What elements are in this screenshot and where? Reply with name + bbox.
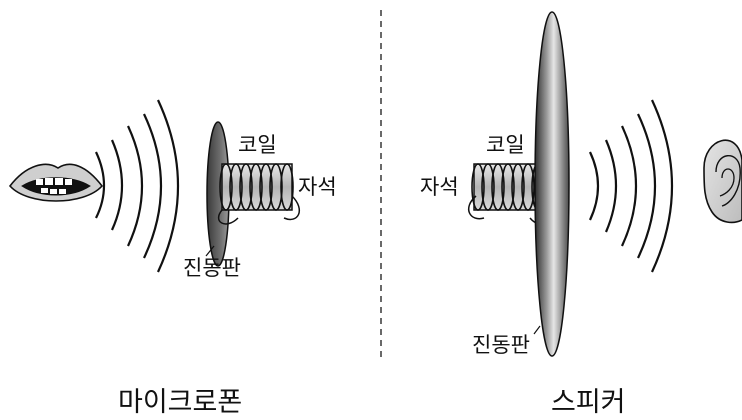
speaker-diaphragm-label: 진동판 — [472, 333, 530, 357]
mic-coil — [217, 163, 301, 225]
mic-diaphragm-leader — [205, 245, 215, 257]
microphone-panel: 코일 자석 진동판 마이크로폰 — [8, 99, 337, 418]
mic-diaphragm-label: 진동판 — [183, 256, 241, 280]
speaker-panel: 코일 자석 진동판 스피커 — [420, 11, 742, 418]
mouth-icon — [8, 163, 104, 202]
speaker-coil-label: 코일 — [486, 133, 525, 157]
sound-waves-mic — [95, 99, 180, 273]
mic-caption: 마이크로폰 — [118, 387, 242, 418]
sound-waves-speaker — [589, 99, 674, 273]
mic-magnet-label: 자석 — [298, 175, 337, 199]
speaker-diaphragm — [534, 11, 570, 357]
speaker-diaphragm-leader — [533, 325, 541, 335]
speaker-caption: 스피커 — [551, 387, 626, 418]
speaker-magnet-label: 자석 — [420, 175, 459, 199]
ear-icon — [703, 139, 742, 224]
mic-coil-label: 코일 — [238, 133, 277, 157]
